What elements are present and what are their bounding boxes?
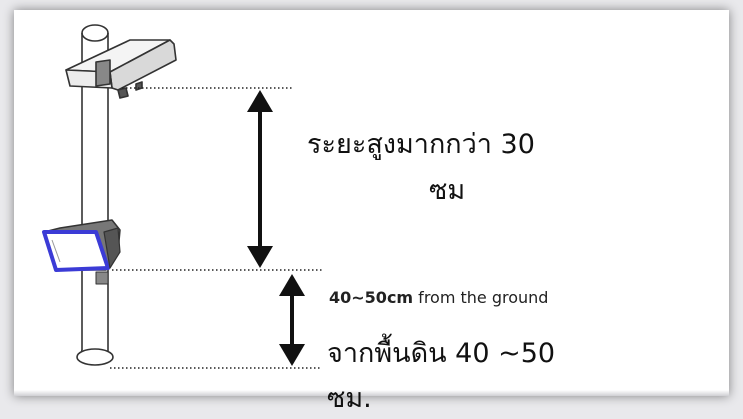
reference-lines xyxy=(110,87,322,369)
upper-distance-label: ระยะสูงมากกว่า 30 xyxy=(307,129,535,160)
floodlight-icon xyxy=(42,219,121,285)
ground-caption: 40~50cm from the ground xyxy=(329,288,548,307)
lower-distance-arrow xyxy=(279,274,305,366)
camera-icon xyxy=(65,39,177,99)
installation-drawing xyxy=(42,24,322,369)
ground-caption-value: 40~50cm xyxy=(329,288,414,307)
lower-distance-label: จากพื้นดิน 40 ~50 xyxy=(327,338,556,369)
upper-distance-arrow xyxy=(247,90,273,268)
upper-distance-unit: ซม xyxy=(429,175,466,206)
ground-caption-text: from the ground xyxy=(413,288,549,307)
lower-distance-unit: ซม. xyxy=(327,383,372,414)
